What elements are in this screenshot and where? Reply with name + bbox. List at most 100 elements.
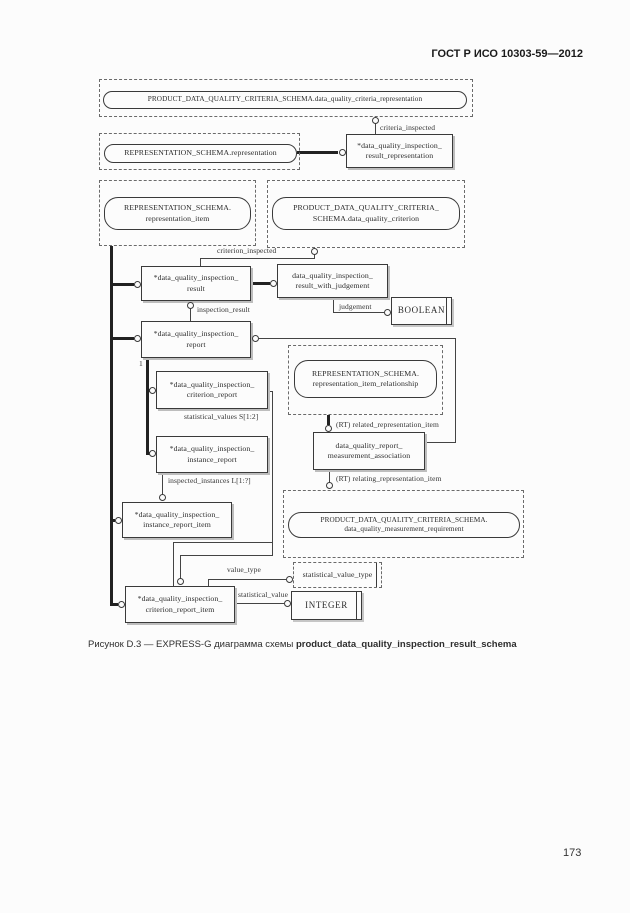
entity-label: criterion_report_item [145, 604, 215, 614]
supertype-line [110, 337, 134, 340]
entity-label: *data_quality_inspection_ [134, 509, 220, 519]
schema-ref-frame [267, 180, 465, 248]
relation-circle [283, 599, 291, 607]
connector-line [259, 338, 456, 339]
connector-line [190, 309, 191, 322]
relation-circle [371, 116, 379, 124]
supertype-line [146, 452, 150, 455]
connector-line [375, 123, 376, 135]
entity-box-data_quality_inspection_criterion_report_item: *data_quality_inspection_criterion_repor… [125, 586, 235, 623]
attribute-label: criteria_inspected [380, 123, 436, 132]
relation-circle [176, 577, 184, 585]
relation-circle [114, 516, 122, 524]
schema-ref-frame [99, 79, 473, 117]
entity-box-data_quality_inspection_instance_report: *data_quality_inspection_instance_report [156, 436, 268, 473]
caption-text: Рисунок D.3 — EXPRESS-G диаграмма схемы [88, 639, 296, 650]
document-header: ГОСТ Р ИСО 10303-59—2012 [431, 48, 583, 60]
type-label: statistical_value_type [302, 569, 373, 579]
connector-line [235, 603, 284, 604]
supertype-line [110, 283, 134, 286]
attribute-label: (RT) related_representation_item [336, 420, 439, 429]
entity-label: *data_quality_inspection_ [153, 329, 239, 339]
type-double-bar [446, 298, 447, 324]
type-box-statistical_value_type: statistical_value_type [293, 562, 382, 588]
relation-circle [117, 600, 125, 608]
type-double-bar [376, 563, 377, 587]
supertype-line [146, 358, 149, 455]
type-box-boolean: BOOLEAN [391, 297, 452, 325]
entity-label: instance_report_item [143, 520, 211, 529]
interschema-ref-label: representation_item [145, 213, 210, 223]
interschema-ref-label: PRODUCT_DATA_QUALITY_CRITERIA_SCHEMA.dat… [147, 95, 423, 104]
relation-circle [186, 301, 194, 309]
attribute-label: inspected_instances L[1:?] [168, 476, 251, 485]
interschema-ref: PRODUCT_DATA_QUALITY_CRITERIA_SCHEMA.dat… [103, 91, 467, 109]
interschema-ref: REPRESENTATION_SCHEMA.representation_ite… [104, 197, 251, 230]
connector-line [455, 338, 456, 443]
entity-label: instance_report [187, 454, 237, 464]
relation-circle [325, 481, 333, 489]
interschema-ref: PRODUCT_DATA_QUALITY_CRITERIA_SCHEMA.dat… [272, 197, 460, 230]
connector-line [200, 258, 201, 267]
relation-circle [269, 279, 277, 287]
schema-ref-frame [99, 133, 300, 170]
supertype-line [110, 603, 118, 606]
entity-box-data_quality_inspection_result: *data_quality_inspection_result [141, 266, 251, 301]
entity-label: data_quality_inspection_ [292, 270, 373, 280]
entity-label: *data_quality_inspection_ [357, 140, 442, 150]
interschema-ref-label: REPRESENTATION_SCHEMA. [123, 203, 232, 213]
relation-circle [133, 280, 141, 288]
connector-line [173, 542, 273, 543]
connector-line [272, 391, 273, 556]
interschema-ref-label: REPRESENTATION_SCHEMA. [311, 368, 420, 378]
connector-line [333, 312, 384, 313]
supertype-line [297, 151, 338, 154]
connector-line [162, 473, 163, 495]
entity-box-data_quality_report_measurement_association: data_quality_report_measurement_associat… [313, 432, 425, 470]
interschema-ref-label: PRODUCT_DATA_QUALITY_CRITERIA_ [293, 203, 439, 213]
connector-line [329, 470, 330, 483]
relation-circle [310, 247, 318, 255]
connector-line [180, 555, 181, 579]
interschema-ref: PRODUCT_DATA_QUALITY_CRITERIA_SCHEMA.dat… [288, 512, 520, 538]
connector-line [268, 391, 273, 392]
connector-line [200, 258, 315, 259]
entity-label: data_quality_report_ [335, 440, 403, 450]
interschema-ref-label: SCHEMA.data_quality_criterion [312, 213, 420, 223]
schema-ref-frame [288, 345, 443, 415]
attribute-label: (RT) relating_representation_item [336, 474, 442, 483]
supertype-line [110, 246, 113, 605]
entity-label: measurement_association [327, 451, 411, 460]
entity-label: report [186, 339, 206, 349]
connector-line [180, 555, 273, 556]
entity-label: criterion_report [186, 390, 238, 399]
interschema-ref-label: data_quality_measurement_requirement [344, 525, 464, 533]
entity-box-data_quality_inspection_instance_report_item: *data_quality_inspection_instance_report… [122, 502, 232, 538]
attribute-label: value_type [227, 565, 261, 574]
entity-box-data_quality_inspection_result_representation: *data_quality_inspection_result_represen… [346, 134, 453, 168]
interschema-ref: REPRESENTATION_SCHEMA.representation [104, 144, 297, 163]
supertype-line [327, 415, 330, 425]
relation-circle [148, 449, 156, 457]
connector-line [425, 442, 456, 443]
interschema-ref-label: PRODUCT_DATA_QUALITY_CRITERIA_SCHEMA. [320, 515, 488, 524]
supertype-line [146, 389, 150, 392]
entity-box-data_quality_inspection_criterion_report: *data_quality_inspection_criterion_repor… [156, 371, 268, 409]
entity-label: result_representation [365, 151, 434, 160]
interschema-ref-label: REPRESENTATION_SCHEMA.representation [124, 148, 277, 158]
connector-line [314, 254, 315, 259]
attribute-label: statistical_value [238, 590, 289, 599]
type-label: INTEGER [305, 599, 348, 610]
entity-box-data_quality_inspection_result_with_judgement: data_quality_inspection_result_with_judg… [277, 264, 388, 298]
entity-label: *data_quality_inspection_ [137, 594, 223, 604]
relation-circle [133, 334, 141, 342]
entity-label: *data_quality_inspection_ [169, 379, 255, 389]
connector-line [208, 579, 286, 580]
connector-line [333, 298, 334, 313]
relation-circle [338, 148, 346, 156]
relation-circle [158, 493, 166, 501]
schema-ref-frame [283, 490, 524, 558]
relation-circle [383, 308, 391, 316]
caption-schema-name: product_data_quality_inspection_result_s… [295, 639, 517, 650]
